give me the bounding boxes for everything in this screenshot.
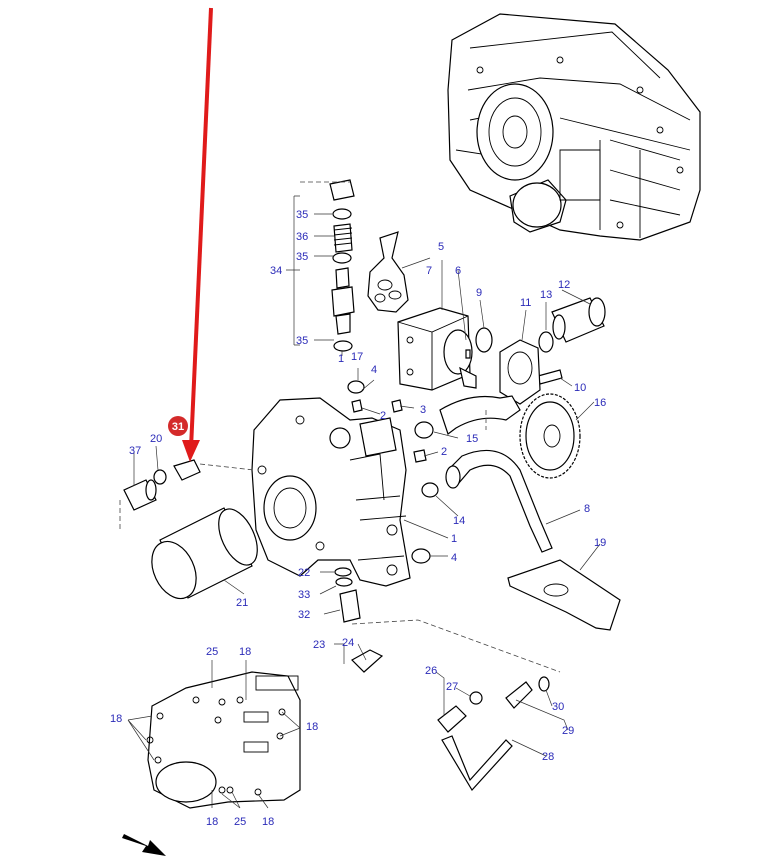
callout-35-bottom: 35 [296,335,308,347]
callout-7: 7 [426,265,432,277]
callout-5: 5 [438,241,444,253]
suction-pipe [439,395,521,435]
seal-rings [347,327,563,564]
callout-34: 34 [270,265,282,277]
oil-filter [151,507,258,600]
callout-21: 21 [236,597,248,609]
callout-27: 27 [446,681,458,693]
callout-4-upper: 4 [371,364,377,376]
callout-13: 13 [540,289,552,301]
valve-block [251,397,411,587]
callout-9: 9 [476,287,482,299]
callout-2-lower: 2 [441,446,447,458]
callout-30: 30 [552,701,564,713]
callout-18-left: 18 [110,713,122,725]
callout-10: 10 [574,382,586,394]
callout-25-top: 25 [206,646,218,658]
callout-labels: 35 36 35 34 35 1 17 4 2 3 5 7 6 9 11 13 … [110,209,606,828]
drive-gear [519,393,581,479]
callout-26: 26 [425,665,437,677]
callout-15: 15 [466,433,478,445]
callout-33: 33 [298,589,310,601]
callout-14: 14 [453,515,465,527]
plug-assembly [334,567,361,623]
callout-8: 8 [584,503,590,515]
transmission-housing [447,13,701,241]
callout-12: 12 [558,279,570,291]
callout-35-middle: 35 [296,251,308,263]
fitting [351,649,384,673]
sensor-parts [123,459,201,511]
hose-assemblies [437,676,550,792]
callout-1-lower: 1 [451,533,457,545]
callout-19: 19 [594,537,606,549]
callout-22: 22 [298,567,310,579]
arrow-down-right-icon [122,834,166,856]
callout-16: 16 [594,397,606,409]
callout-18-bottom-right: 18 [262,816,274,828]
hydraulic-pump [397,307,477,391]
callout-24: 24 [342,637,354,649]
highlight-arrow [182,7,213,462]
callout-35-top: 35 [296,209,308,221]
cover-plate [507,559,621,631]
callout-18-top: 18 [239,646,251,658]
callout-2-upper: 2 [380,410,386,422]
callout-25-bottom: 25 [234,816,246,828]
highlight-badge-label: 31 [172,421,184,433]
relief-valve-assembly [293,179,355,352]
callout-18-right: 18 [306,721,318,733]
callout-36: 36 [296,231,308,243]
callout-3: 3 [420,404,426,416]
callout-28: 28 [542,751,554,763]
callout-11: 11 [520,297,531,309]
callout-20: 20 [150,433,162,445]
callout-4-lower: 4 [451,552,457,564]
callout-23: 23 [313,639,325,651]
callout-6: 6 [455,265,461,277]
leader-lines [119,181,601,809]
filter-head-and-pipe [499,297,606,405]
return-pipe [445,449,553,553]
callout-17: 17 [351,351,363,363]
callout-1-top: 1 [338,353,344,365]
highlight-badge: 31 [168,416,188,436]
callout-18-bottom-left: 18 [206,816,218,828]
callout-32: 32 [298,609,310,621]
inset-assembly-view [146,671,301,809]
seal-kit-bag [367,231,409,313]
callout-37: 37 [129,445,141,457]
callout-29: 29 [562,725,574,737]
